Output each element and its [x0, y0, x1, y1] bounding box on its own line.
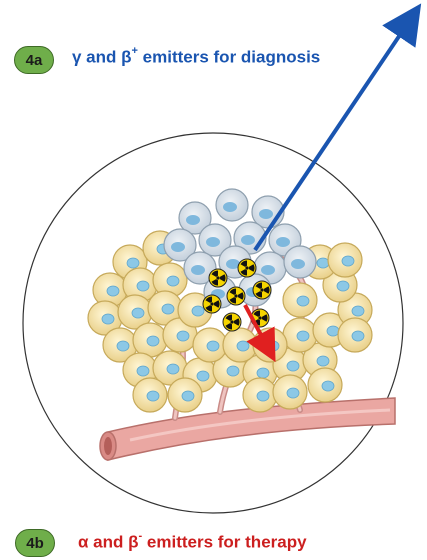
normal-cell — [338, 318, 372, 352]
normal-cell — [193, 328, 227, 362]
tumor-cell — [284, 246, 316, 278]
normal-cell — [168, 378, 202, 412]
normal-cell — [283, 318, 317, 352]
radiation-icon — [227, 287, 245, 305]
radiation-icon — [253, 281, 271, 299]
normal-cell — [133, 323, 167, 357]
radiation-icon — [223, 313, 241, 331]
normal-cell — [273, 375, 307, 409]
normal-cell — [328, 243, 362, 277]
normal-cell — [308, 368, 342, 402]
radiation-icon — [203, 295, 221, 313]
radiation-icon — [238, 259, 256, 277]
normal-cell — [243, 378, 277, 412]
radiation-icon — [209, 269, 227, 287]
normal-cell — [223, 328, 257, 362]
normal-cell — [133, 378, 167, 412]
tumor-cell — [216, 189, 248, 221]
gamma-emission-arrow — [255, 20, 410, 250]
normal-cell — [283, 283, 317, 317]
